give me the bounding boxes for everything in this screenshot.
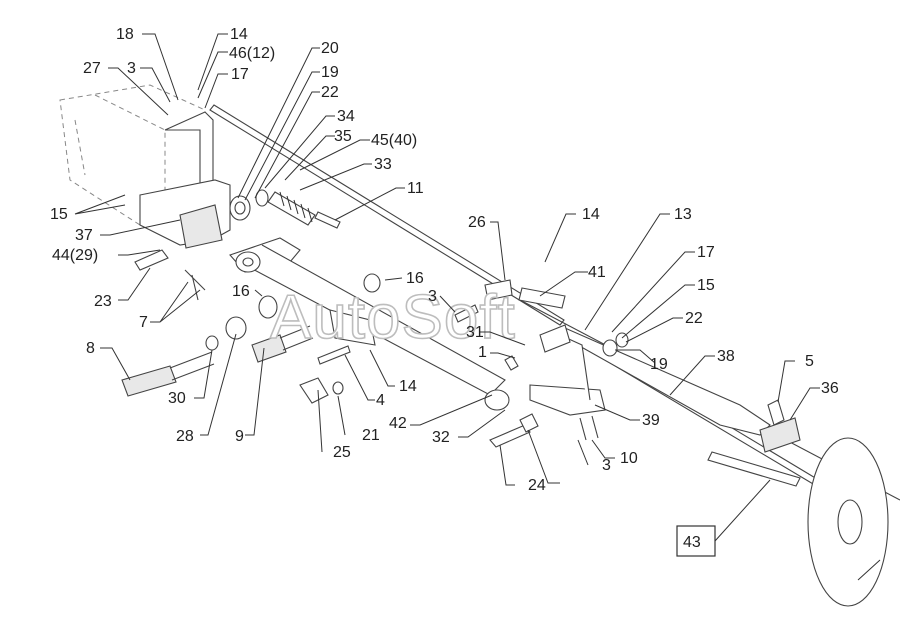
callout-43: 43 xyxy=(683,534,701,551)
callout-9: 9 xyxy=(235,428,244,445)
callout-labels: 18 14 46(12) 27 3 17 20 19 22 34 35 45(4… xyxy=(50,26,839,551)
callout-41: 41 xyxy=(588,264,606,281)
callout-16: 16 xyxy=(232,283,250,300)
callout-46-12: 46(12) xyxy=(229,45,275,62)
spring-assembly xyxy=(229,189,341,229)
hardware xyxy=(121,249,785,448)
callout-45-40: 45(40) xyxy=(371,132,417,149)
callout-24: 24 xyxy=(528,477,546,494)
callout-20: 20 xyxy=(321,40,339,57)
callout-19: 19 xyxy=(321,64,339,81)
callout-15: 15 xyxy=(50,206,68,223)
callout-box-43 xyxy=(676,525,716,557)
clamp xyxy=(707,417,801,487)
callout-15: 15 xyxy=(697,277,715,294)
callout-10: 10 xyxy=(620,450,638,467)
callout-3: 3 xyxy=(428,288,437,305)
callout-32: 32 xyxy=(432,429,450,446)
callout-21: 21 xyxy=(362,427,380,444)
callout-5: 5 xyxy=(805,353,814,370)
callout-44-29: 44(29) xyxy=(52,247,98,264)
callout-26: 26 xyxy=(468,214,486,231)
callout-13: 13 xyxy=(674,206,692,223)
callout-37: 37 xyxy=(75,227,93,244)
callout-11: 11 xyxy=(407,180,424,197)
callout-30: 30 xyxy=(168,390,186,407)
callout-28: 28 xyxy=(176,428,194,445)
callout-7: 7 xyxy=(139,314,148,331)
lever-arm xyxy=(229,237,510,411)
callout-25: 25 xyxy=(333,444,351,461)
callout-22: 22 xyxy=(685,310,703,327)
disc xyxy=(807,437,889,607)
callout-3: 3 xyxy=(127,60,136,77)
callout-36: 36 xyxy=(821,380,839,397)
callout-31: 31 xyxy=(466,324,484,341)
callout-17: 17 xyxy=(231,66,249,83)
callout-33: 33 xyxy=(374,156,392,173)
bracket-plate xyxy=(484,279,629,416)
main-rod xyxy=(559,327,843,501)
watermark: AutoSoft xyxy=(270,283,516,352)
callout-18: 18 xyxy=(116,26,134,43)
callout-14: 14 xyxy=(230,26,248,43)
callout-23: 23 xyxy=(94,293,112,310)
callout-34: 34 xyxy=(337,108,355,125)
callout-1: 1 xyxy=(478,344,487,361)
callout-3: 3 xyxy=(602,457,611,474)
callout-27: 27 xyxy=(83,60,101,77)
leader-lines xyxy=(74,33,820,542)
callout-42: 42 xyxy=(389,415,407,432)
callout-35: 35 xyxy=(334,128,352,145)
callout-22: 22 xyxy=(321,84,339,101)
callout-14: 14 xyxy=(582,206,600,223)
callout-4: 4 xyxy=(376,392,385,409)
callout-39: 39 xyxy=(642,412,660,429)
callout-19: 19 xyxy=(650,356,668,373)
callout-16: 16 xyxy=(406,270,424,287)
callout-8: 8 xyxy=(86,340,95,357)
callout-14: 14 xyxy=(399,378,417,395)
callout-38: 38 xyxy=(717,348,735,365)
callout-17: 17 xyxy=(697,244,715,261)
frame-bracket xyxy=(59,84,231,249)
